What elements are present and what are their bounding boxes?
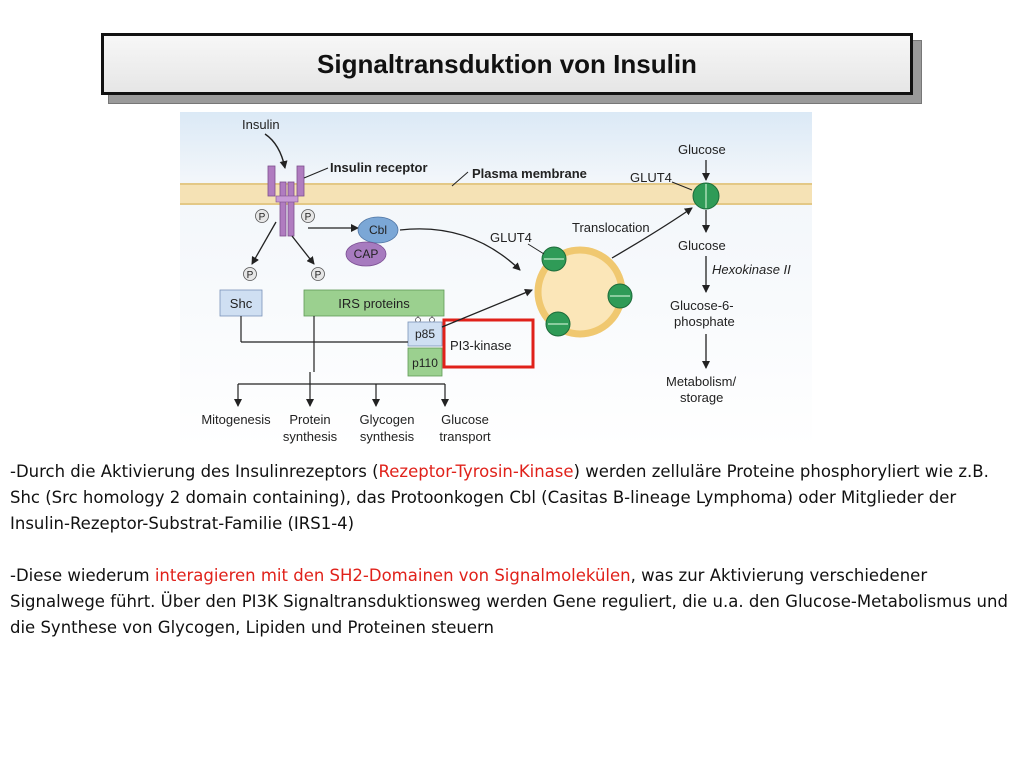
phospho-group-left: P	[255, 209, 269, 223]
output-glucose-1: Glucose	[441, 412, 489, 427]
plasma-membrane	[180, 184, 812, 204]
p85-box: p85	[407, 321, 443, 347]
irs-phospho-links	[415, 316, 435, 323]
metabolism-label-1: Metabolism/	[666, 374, 736, 389]
svg-text:Shc: Shc	[230, 296, 253, 311]
svg-text:P: P	[247, 270, 254, 281]
metabolism-label-2: storage	[680, 390, 723, 405]
arrow-to-shc-p	[251, 221, 277, 265]
highlight-receptor-tyrosine-kinase: Rezeptor-Tyrosin-Kinase	[378, 462, 574, 481]
title-frame: Signaltransduktion von Insulin	[101, 33, 913, 95]
output-mitogenesis: Mitogenesis	[201, 412, 271, 427]
output-glycogen-1: Glycogen	[360, 412, 415, 427]
svg-text:IRS proteins: IRS proteins	[338, 296, 410, 311]
translocation-arrow	[611, 207, 693, 259]
arrow-pi3k-to-vesicle	[441, 288, 533, 328]
output-branches	[238, 316, 445, 385]
glut4-transporter-2	[607, 283, 633, 309]
translocation-label: Translocation	[572, 220, 650, 235]
glut4-vesicle-label-line	[527, 243, 545, 255]
svg-text:CAP: CAP	[354, 247, 379, 261]
glut4-transporter-1	[541, 246, 567, 272]
glucose-inside-label: Glucose	[678, 238, 726, 253]
arrow-cbl-to-vesicle	[399, 228, 521, 271]
page-title: Signaltransduktion von Insulin	[317, 48, 697, 79]
output-protein-1: Protein	[289, 412, 330, 427]
phospho-irs: P	[311, 267, 325, 281]
paragraph-1: -Durch die Aktivierung des Insulinrezept…	[10, 462, 989, 533]
insulin-arrow	[264, 133, 288, 169]
insulin-label: Insulin	[242, 117, 280, 132]
cbl-node: Cbl	[357, 216, 399, 244]
output-protein-2: synthesis	[283, 429, 338, 444]
arrow-to-irs-p	[291, 235, 315, 265]
pi3-kinase-label: PI3-kinase	[450, 338, 511, 353]
irs-proteins-box: IRS proteins	[303, 289, 445, 317]
insulin-receptor	[267, 165, 305, 237]
svg-text:P: P	[259, 212, 266, 223]
glut4-membrane-label-line	[671, 181, 693, 191]
glut4-membrane-transporter	[692, 182, 720, 210]
cap-node: CAP	[345, 241, 387, 267]
svg-text:p110: p110	[412, 356, 438, 370]
glucose-top-label: Glucose	[678, 142, 726, 157]
svg-text:Cbl: Cbl	[369, 223, 387, 237]
hexokinase-label: Hexokinase II	[712, 262, 791, 277]
glut4-transporter-3	[545, 311, 571, 337]
phospho-shc: P	[243, 267, 257, 281]
pi3-kinase-highlight	[442, 318, 535, 369]
glut4-vesicle-label: GLUT4	[490, 230, 532, 245]
membrane-label-line	[451, 171, 469, 187]
highlight-sh2-interaction: interagieren mit den SH2-Domainen von Si…	[154, 566, 631, 585]
phospho-group-right: P	[301, 209, 315, 223]
g6p-label-2: phosphate	[674, 314, 735, 329]
p110-box: p110	[407, 347, 443, 377]
svg-text:p85: p85	[415, 327, 435, 341]
output-glycogen-2: synthesis	[360, 429, 415, 444]
output-glucose-2: transport	[439, 429, 491, 444]
title-box: Signaltransduktion von Insulin	[101, 33, 922, 104]
glut4-membrane-label: GLUT4	[630, 170, 672, 185]
description-text: -Durch die Aktivierung des Insulinrezept…	[10, 459, 1015, 667]
svg-text:P: P	[305, 212, 312, 223]
shc-box: Shc	[219, 289, 263, 317]
g6p-label-1: Glucose-6-	[670, 298, 734, 313]
plasma-membrane-label: Plasma membrane	[472, 166, 587, 181]
insulin-receptor-label: Insulin receptor	[330, 160, 428, 175]
paragraph-2: -Diese wiederum interagieren mit den SH2…	[10, 566, 1008, 637]
insulin-signaling-diagram: Insulin Insulin receptor Plasma membrane…	[180, 112, 812, 448]
svg-text:P: P	[315, 270, 322, 281]
receptor-label-line	[303, 167, 329, 179]
